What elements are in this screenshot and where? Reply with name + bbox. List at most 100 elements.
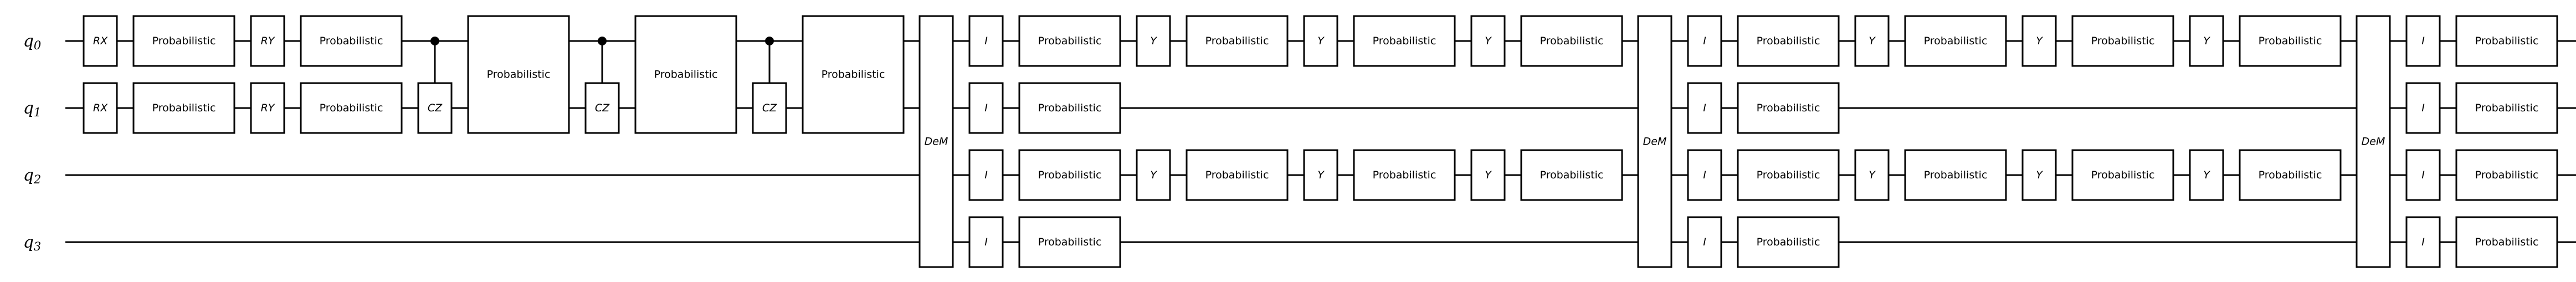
gate-box [1854,15,1890,67]
gate-label: Probabilistic [2091,35,2155,47]
gate-label: Y [1485,169,1492,181]
gate-probabilistic-46: Probabilistic [1904,15,2007,67]
gate-probabilistic-42: Probabilistic [1737,149,1840,201]
gate-label: CZ [428,102,443,114]
gate-box [2405,15,2441,67]
gate-label: RY [261,35,275,47]
gate-label: I [1703,236,1706,248]
gate-label: Probabilistic [2475,169,2539,181]
gate-label: Y [1485,35,1492,47]
gate-y-27: Y [1303,15,1338,67]
gate-ry-4: RY [250,15,285,67]
gate-label: Probabilistic [152,102,216,114]
gate-box [250,82,285,134]
gate-label: Y [1869,169,1876,181]
gate-label: Probabilistic [654,69,718,81]
gate-label: CZ [762,102,777,114]
gate-label: Probabilistic [1757,35,1820,47]
gate-i-38: I [1687,149,1722,201]
gate-probabilistic-6: Probabilistic [300,15,403,67]
gate-box [1687,216,1722,268]
gate-probabilistic-55: Probabilistic [2239,149,2342,201]
gate-box [968,82,1004,134]
gate-label: Probabilistic [1924,169,1988,181]
gate-box [968,216,1004,268]
gate-probabilistic-26: Probabilistic [1186,149,1289,201]
gate-box [2455,216,2558,268]
gate-box [1737,216,1840,268]
gate-probabilistic-62: Probabilistic [2455,82,2558,134]
gate-box [1637,15,1672,268]
gate-label: Y [1317,35,1325,47]
gate-i-37: I [1687,82,1722,134]
gate-box [2405,82,2441,134]
gate-probabilistic-20: Probabilistic [1018,82,1121,134]
gate-label: Y [1317,169,1325,181]
gate-probabilistic-30: Probabilistic [1353,149,1456,201]
qubit-label-3: q3 [23,233,42,254]
gate-label: RY [261,102,275,114]
gate-y-44: Y [1854,15,1890,67]
gate-y-53: Y [2189,149,2224,201]
control-links [434,41,771,83]
gate-probabilistic-21: Probabilistic [1018,149,1121,201]
gate-box [2356,15,2391,268]
gate-label: Probabilistic [1038,102,1102,114]
gate-label: Probabilistic [1038,236,1102,248]
qubit-wires [65,40,2576,243]
gate-label: Y [1869,35,1876,47]
gate-label: I [1703,35,1706,47]
gate-y-49: Y [2021,149,2057,201]
gate-probabilistic-51: Probabilistic [2071,149,2174,201]
gate-box [132,15,235,67]
gate-label: Probabilistic [2475,236,2539,248]
gate-label: Probabilistic [1757,102,1820,114]
gate-box [1353,15,1456,67]
control-dot-8 [430,37,439,45]
gate-label: I [2421,236,2425,248]
gate-y-48: Y [2021,15,2057,67]
gate-label: Y [1150,35,1157,47]
gate-box [1018,15,1121,67]
gate-label: Probabilistic [2475,102,2539,114]
gate-box [2021,15,2057,67]
gate-i-15: I [968,15,1004,67]
gate-dem-56: DeM [2356,15,2391,268]
gate-box [1687,82,1722,134]
gate-i-60: I [2405,216,2441,268]
gate-box [2071,149,2174,201]
gate-label: Probabilistic [320,35,383,47]
gate-label: Probabilistic [320,102,383,114]
gate-probabilistic-9: Probabilistic [467,15,570,134]
gate-box [2189,15,2224,67]
gate-label: Probabilistic [1924,35,1988,47]
gate-label: Probabilistic [822,69,885,81]
gate-y-45: Y [1854,149,1890,201]
gate-box [1904,149,2007,201]
gate-label: Probabilistic [1540,35,1604,47]
gate-ry-5: RY [250,82,285,134]
gate-box [1136,15,1171,67]
gate-probabilistic-3: Probabilistic [132,82,235,134]
gate-box [1353,149,1456,201]
gate-box [1520,15,1623,67]
gate-y-32: Y [1470,149,1506,201]
gate-i-58: I [2405,82,2441,134]
gate-label: RX [93,102,108,114]
gate-i-57: I [2405,15,2441,67]
gate-label: Probabilistic [2259,169,2322,181]
gate-box [634,15,737,134]
gate-label: Probabilistic [1540,169,1604,181]
gate-probabilistic-63: Probabilistic [2455,149,2558,201]
gate-label: I [984,35,988,47]
gate-probabilistic-50: Probabilistic [2071,15,2174,67]
gate-rx-0: RX [83,15,118,67]
gate-box [300,15,403,67]
gate-box [752,82,787,134]
gate-label: Probabilistic [2091,169,2155,181]
gate-box [2239,149,2342,201]
gate-probabilistic-19: Probabilistic [1018,15,1121,67]
gate-label: Probabilistic [1757,169,1820,181]
gate-label: CZ [595,102,610,114]
